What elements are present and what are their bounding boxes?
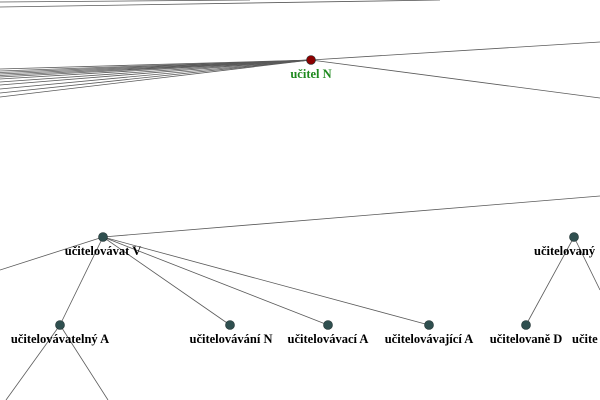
- edge: [59, 236, 104, 326]
- node-label: učitelovávatelný A: [11, 332, 109, 346]
- edge: [0, 0, 251, 3]
- edge: [0, 236, 104, 271]
- node-dot[interactable]: [55, 320, 65, 330]
- edge: [0, 59, 312, 90]
- edge: [0, 0, 441, 8]
- edge: [0, 59, 312, 80]
- edge: [310, 41, 600, 61]
- root-node-dot[interactable]: [306, 55, 316, 65]
- node-label: učitelovávající A: [385, 332, 474, 346]
- node-label: učitelovávací A: [288, 332, 369, 346]
- edge: [5, 324, 61, 400]
- nodes-layer: učitel N učitelovávat V učitelovávatelný…: [11, 55, 598, 346]
- node-label: učitelovaně D: [490, 332, 563, 346]
- node-dot[interactable]: [98, 232, 108, 242]
- node-label: učitelovávat V: [65, 244, 142, 258]
- node-dot[interactable]: [521, 320, 531, 330]
- edge: [102, 236, 329, 326]
- edge: [102, 195, 600, 238]
- edge: [102, 236, 430, 326]
- node-dot[interactable]: [424, 320, 434, 330]
- edge: [310, 59, 600, 99]
- edge: [0, 59, 312, 98]
- root-node-label: učitel N: [290, 67, 331, 81]
- edge: [525, 236, 575, 326]
- edge: [573, 236, 600, 291]
- edge: [0, 59, 312, 83]
- edge: [0, 59, 312, 86]
- node-label: učitelovávání N: [190, 332, 273, 346]
- node-dot[interactable]: [225, 320, 235, 330]
- edge: [0, 59, 312, 94]
- node-label: učite: [572, 332, 598, 346]
- node-label: učitelovaný: [534, 244, 596, 258]
- node-dot[interactable]: [323, 320, 333, 330]
- edge: [102, 236, 231, 326]
- edge: [59, 324, 109, 400]
- node-dot[interactable]: [569, 232, 579, 242]
